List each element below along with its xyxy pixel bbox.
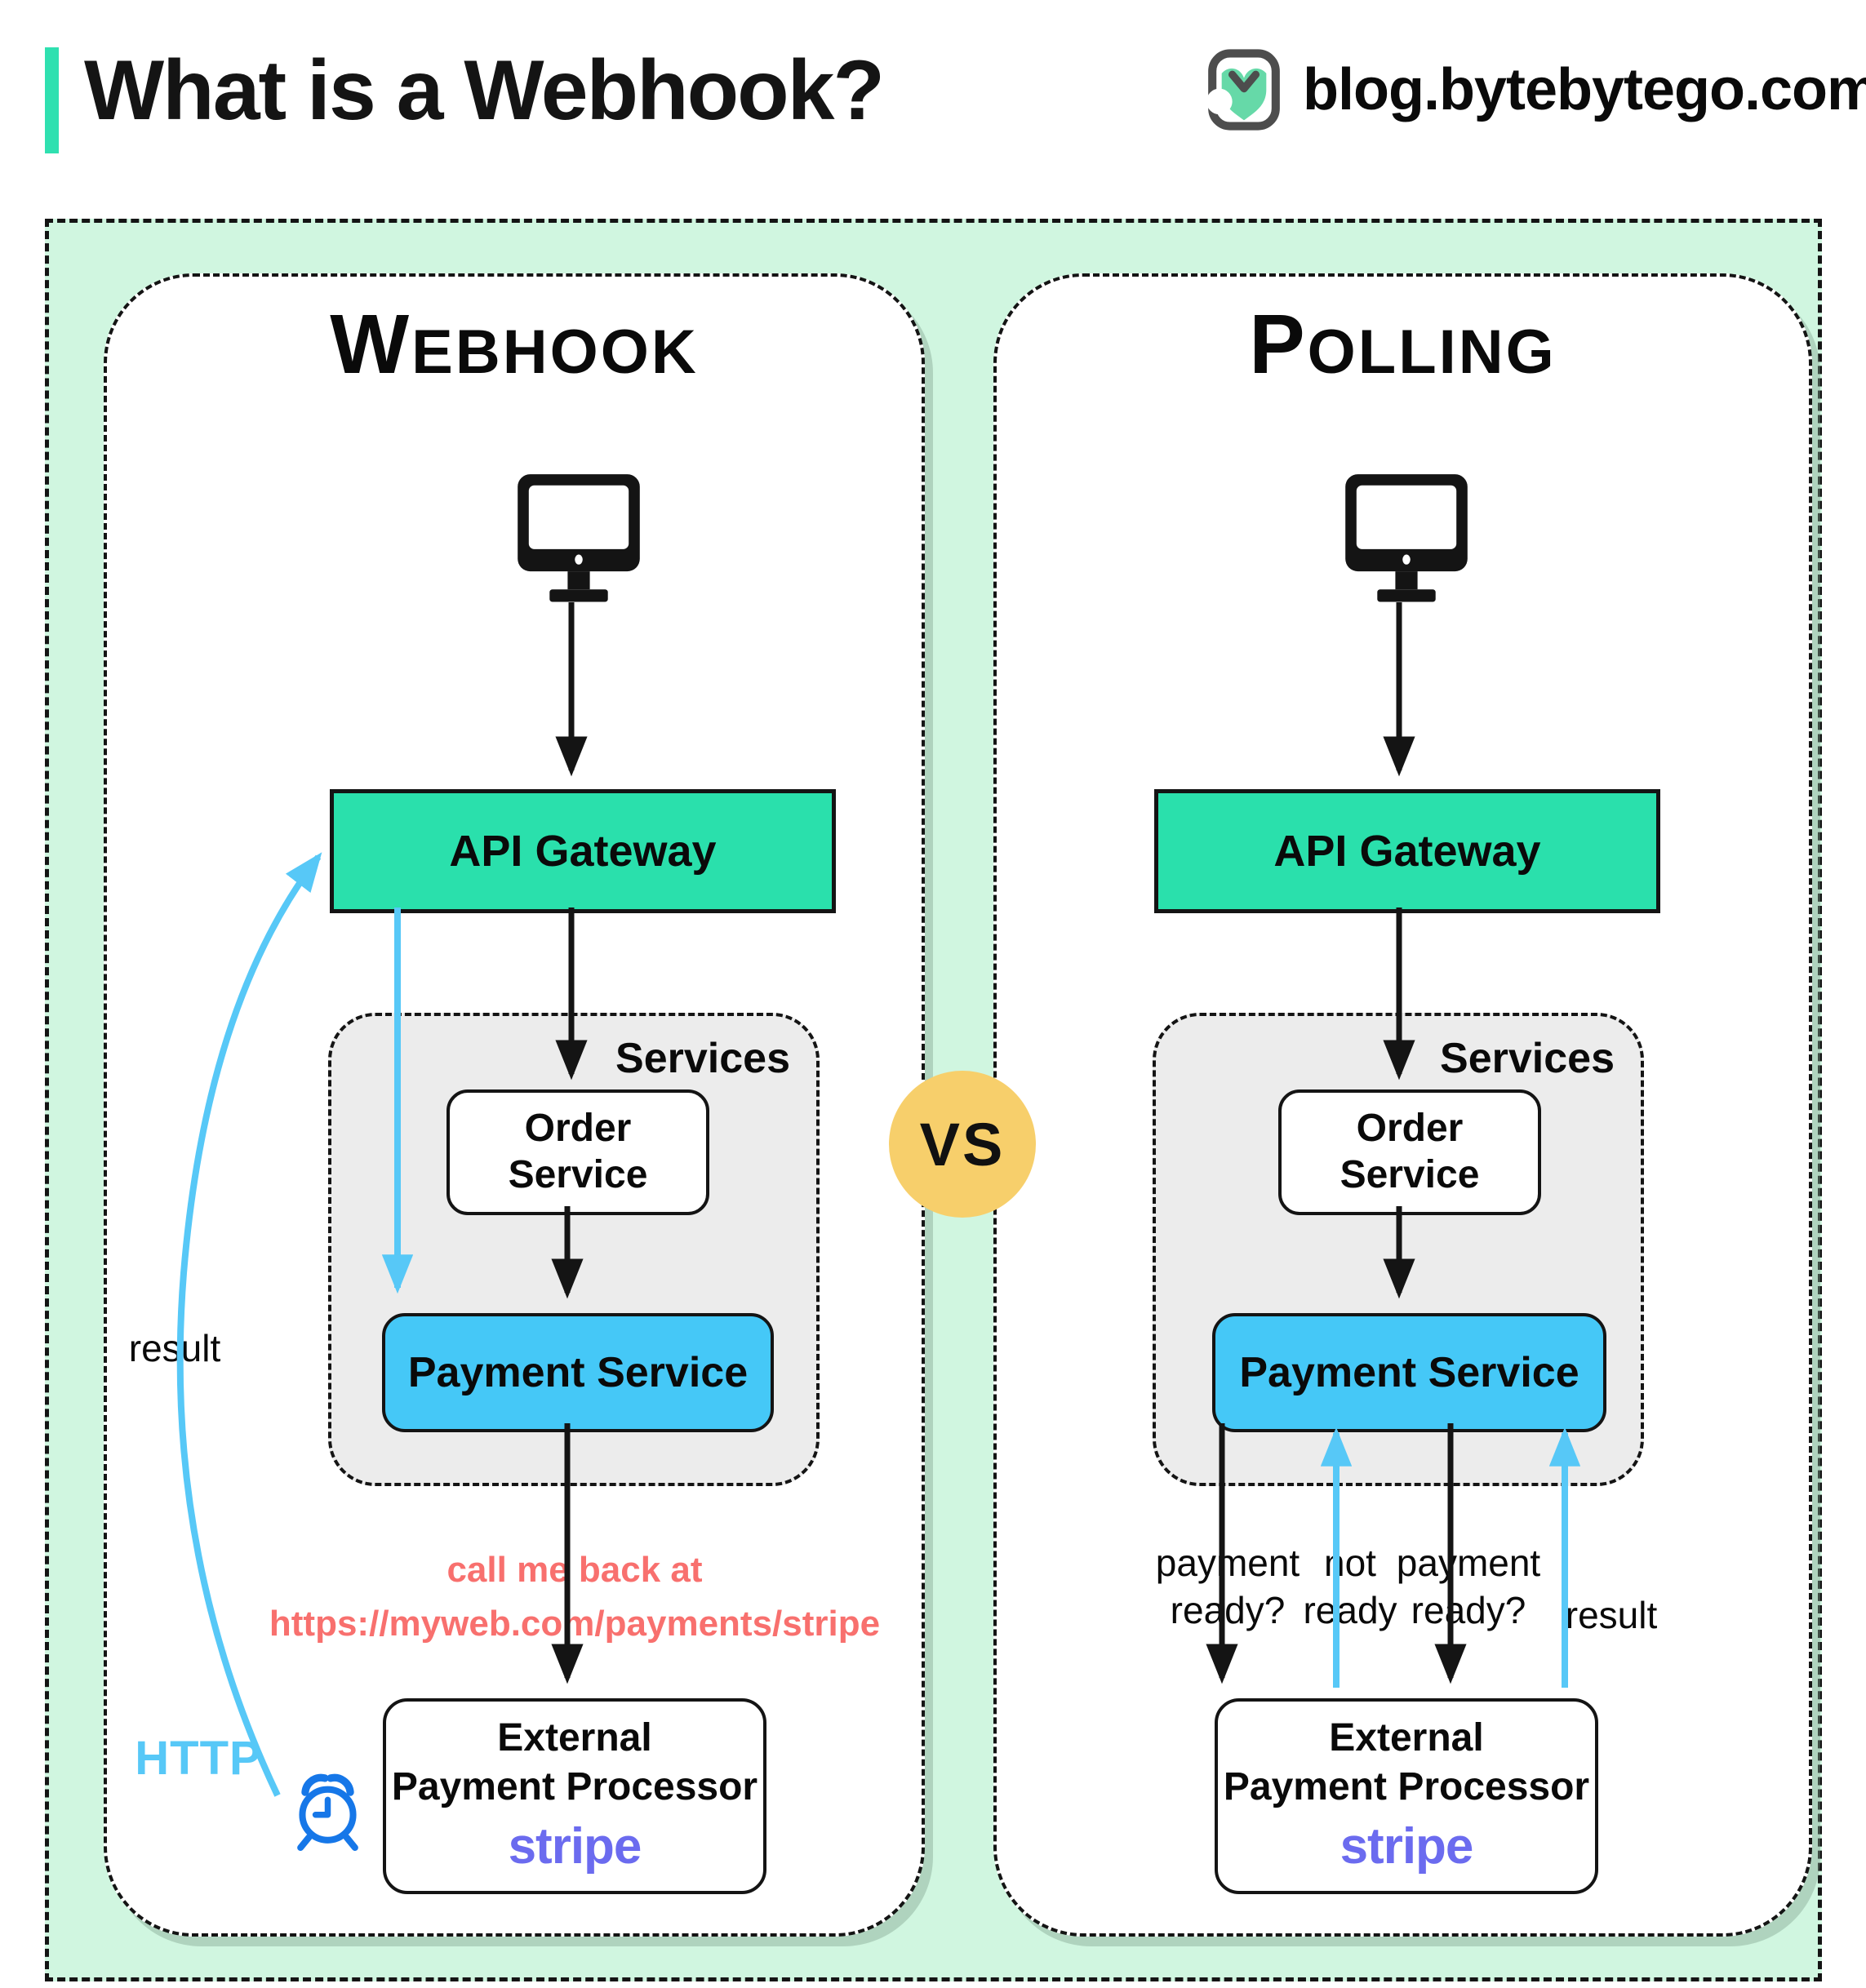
polling-external-processor-box: External Payment Processor stripe	[1215, 1698, 1598, 1894]
brand: blog.bytebytego.com	[1206, 47, 1866, 132]
polling-panel: Polling API Gateway Services Order Servi…	[993, 273, 1812, 1937]
webhook-services-group: Services Order Service Payment Service	[328, 1013, 820, 1486]
webhook-payment-service-box: Payment Service	[382, 1313, 774, 1432]
http-label: HTTP	[135, 1732, 262, 1785]
alarm-clock-icon	[297, 1773, 358, 1852]
polling-api-gateway-box: API Gateway	[1154, 789, 1660, 913]
webhook-external-processor-box: External Payment Processor stripe	[383, 1698, 766, 1894]
stripe-logo: stripe	[1340, 1818, 1474, 1875]
api-gateway-label: API Gateway	[449, 827, 717, 876]
bytebytego-logo-icon	[1206, 49, 1280, 131]
callback-url-note: call me back at https://myweb.com/paymen…	[269, 1550, 881, 1644]
desktop-computer-icon	[518, 474, 640, 602]
polling-order-service-box: Order Service	[1278, 1089, 1541, 1215]
webhook-panel: Webhook API Gateway Services Order Servi…	[104, 273, 925, 1937]
polling-result-label: result	[1565, 1594, 1658, 1636]
desktop-computer-icon	[1345, 474, 1468, 602]
polling-query1-label: payment ready?	[1155, 1542, 1300, 1631]
vs-badge: VS	[889, 1071, 1036, 1218]
comparison-board: Webhook API Gateway Services Order Servi…	[45, 219, 1822, 1981]
external-processor-label: External Payment Processor	[1223, 1716, 1590, 1809]
webhook-order-service-box: Order Service	[447, 1089, 709, 1215]
services-group-label: Services	[615, 1035, 790, 1082]
polling-panel-title: Polling	[1249, 297, 1557, 391]
title-accent-bar	[45, 47, 59, 153]
page-title: What is a Webhook?	[84, 43, 885, 138]
services-group-label: Services	[1440, 1035, 1615, 1082]
polling-query2-label: payment ready?	[1396, 1542, 1541, 1631]
polling-services-group: Services Order Service Payment Service	[1153, 1013, 1644, 1486]
external-processor-label: External Payment Processor	[391, 1716, 758, 1809]
site-url: blog.bytebytego.com	[1303, 57, 1866, 122]
polling-payment-service-box: Payment Service	[1212, 1313, 1606, 1432]
result-arrow-label: result	[128, 1327, 221, 1369]
polling-not-ready-label: not ready	[1303, 1542, 1397, 1631]
api-gateway-label: API Gateway	[1273, 827, 1541, 876]
webhook-api-gateway-box: API Gateway	[330, 789, 836, 913]
webhook-panel-title: Webhook	[330, 297, 699, 391]
stripe-logo: stripe	[508, 1818, 642, 1875]
